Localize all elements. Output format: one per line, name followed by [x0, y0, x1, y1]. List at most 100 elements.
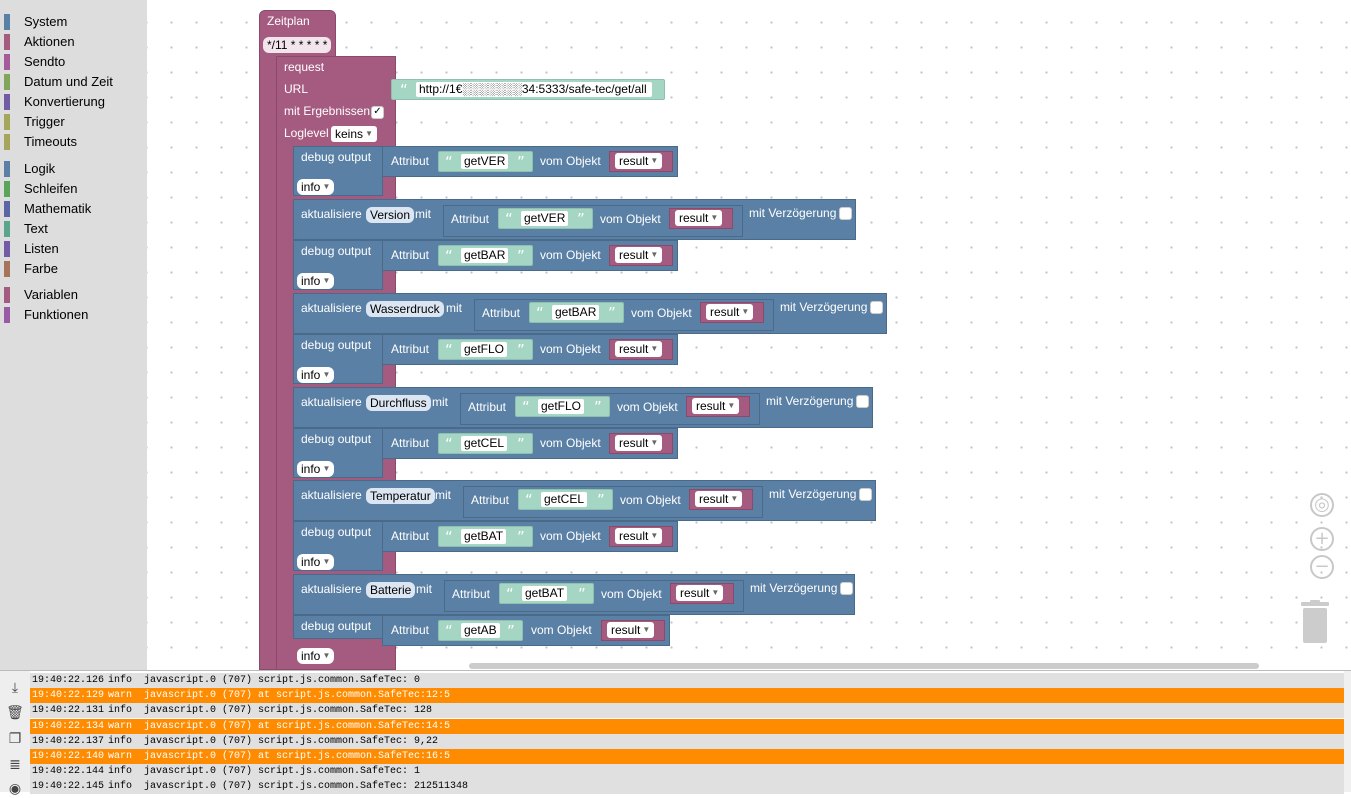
update-label: aktualisiere — [301, 488, 362, 502]
result-variable-block[interactable]: result▼ — [609, 245, 673, 266]
result-variable-block[interactable]: result▼ — [601, 620, 665, 641]
result-variable-block[interactable]: result▼ — [689, 489, 753, 510]
filter-icon[interactable]: ≣ — [9, 757, 21, 773]
update-label: aktualisiere — [301, 395, 362, 409]
results-checkbox[interactable]: ✓ — [371, 106, 384, 119]
update-variable[interactable]: Wasserdruck — [366, 301, 444, 317]
result-dropdown[interactable]: result▼ — [615, 528, 663, 544]
attribute-string-block[interactable]: “getVER” — [438, 151, 533, 172]
result-variable-block[interactable]: result▼ — [609, 433, 673, 454]
result-dropdown[interactable]: result▼ — [676, 585, 724, 601]
result-variable-block[interactable]: result▼ — [686, 396, 750, 417]
result-dropdown[interactable]: result▼ — [615, 341, 663, 357]
attribute-string-block[interactable]: “getCEL” — [438, 433, 533, 454]
result-variable-block[interactable]: result▼ — [609, 339, 673, 360]
update-variable[interactable]: Batterie — [366, 582, 416, 598]
copy-icon[interactable]: ❐ — [8, 731, 22, 747]
trash-icon[interactable] — [1299, 600, 1331, 644]
attribute-name[interactable]: getBAT — [461, 529, 507, 544]
result-dropdown[interactable]: result▼ — [675, 210, 723, 226]
hide-icon[interactable]: ◉ — [8, 781, 22, 797]
schedule-cron[interactable]: */11 * * * * * — [263, 37, 332, 53]
category-label: Farbe — [24, 261, 58, 276]
result-dropdown[interactable]: result▼ — [695, 491, 743, 507]
attribute-string-block[interactable]: “getBAT” — [438, 526, 533, 547]
attribute-string-block[interactable]: “getCEL” — [518, 489, 613, 510]
attribute-name[interactable]: getFLO — [538, 399, 585, 414]
result-dropdown[interactable]: result▼ — [615, 247, 663, 263]
delay-checkbox[interactable] — [859, 488, 872, 501]
result-dropdown[interactable]: result▼ — [607, 622, 655, 638]
url-string-block[interactable]: “ http://1€░░░░░░░34:5333/safe-tec/get/a… — [391, 79, 665, 100]
debug-output-block[interactable] — [293, 615, 383, 639]
info-dropdown[interactable]: info▼ — [297, 367, 335, 383]
result-variable-block[interactable]: result▼ — [670, 583, 734, 604]
delay-checkbox[interactable] — [856, 395, 869, 408]
info-dropdown[interactable]: info▼ — [297, 273, 335, 289]
from-object-label: vom Objekt — [617, 400, 678, 414]
loglevel-label: Loglevel — [284, 126, 329, 140]
info-dropdown[interactable]: info▼ — [297, 461, 335, 477]
attribute-label: Attribut — [471, 493, 510, 507]
update-variable[interactable]: Durchfluss — [366, 395, 431, 411]
delay-checkbox[interactable] — [839, 207, 852, 220]
attribute-name[interactable]: getBAR — [552, 305, 600, 320]
zoom-out-icon[interactable]: − — [1310, 555, 1334, 579]
attribute-string-block[interactable]: “getAB” — [438, 620, 523, 641]
recenter-icon[interactable]: ◎ — [1310, 493, 1334, 517]
attribute-name[interactable]: getVER — [461, 154, 509, 169]
attribute-string-block[interactable]: “getBAR” — [438, 245, 533, 266]
attribute-name[interactable]: getBAR — [461, 248, 509, 263]
zoom-in-icon[interactable]: + — [1310, 527, 1334, 551]
debug-output-label: debug output — [301, 432, 372, 446]
attribute-name[interactable]: getCEL — [461, 436, 508, 451]
blockly-workspace[interactable]: Zeitplan */11 * * * * * request URL “ ht… — [147, 0, 1351, 670]
clear-icon[interactable]: 🗑 — [6, 705, 24, 721]
log-time: 19:40:22.144 — [32, 766, 105, 778]
result-variable-block[interactable]: result▼ — [669, 208, 733, 229]
results-label: mit Ergebnissen — [284, 104, 371, 118]
category-color-bar — [4, 74, 10, 90]
delay-checkbox[interactable] — [840, 582, 853, 595]
update-variable[interactable]: Version — [366, 207, 415, 223]
info-dropdown[interactable]: info▼ — [297, 179, 335, 195]
category-color-bar — [4, 161, 10, 177]
attribute-string-block[interactable]: “getVER” — [498, 208, 593, 229]
info-dropdown[interactable]: info▼ — [297, 554, 335, 570]
delay-checkbox[interactable] — [870, 301, 883, 314]
from-object-label: vom Objekt — [540, 248, 601, 262]
category-color-bar — [4, 114, 10, 130]
horizontal-scrollbar[interactable] — [469, 663, 1259, 669]
category-label: Variablen — [24, 287, 78, 302]
attribute-label: Attribut — [451, 212, 490, 226]
attribute-name[interactable]: getFLO — [461, 342, 508, 357]
attribute-string-block[interactable]: “getBAR” — [529, 302, 624, 323]
attribute-name[interactable]: getBAT — [522, 586, 568, 601]
attribute-name[interactable]: getAB — [461, 623, 500, 638]
result-dropdown[interactable]: result▼ — [692, 398, 740, 414]
log-scrollbar[interactable] — [1344, 671, 1351, 792]
result-dropdown[interactable]: result▼ — [615, 435, 663, 451]
attribute-string-block[interactable]: “getBAT” — [499, 583, 594, 604]
category-label: System — [24, 14, 68, 29]
result-dropdown[interactable]: result▼ — [706, 304, 754, 320]
with-label: mit — [435, 488, 451, 502]
attribute-string-block[interactable]: “getFLO” — [515, 396, 610, 417]
result-variable-block[interactable]: result▼ — [609, 526, 673, 547]
log-message: javascript.0 (707) at script.js.common.S… — [144, 720, 451, 732]
scroll-down-icon[interactable]: ⤓ — [11, 680, 19, 696]
url-value[interactable]: http://1€░░░░░░░34:5333/safe-tec/get/all — [416, 82, 652, 97]
result-variable-block[interactable]: result▼ — [609, 151, 673, 172]
result-variable-block[interactable]: result▼ — [700, 302, 764, 323]
log-time: 19:40:22.134 — [32, 720, 105, 732]
attribute-string-block[interactable]: “getFLO” — [438, 339, 533, 360]
category-color-bar — [4, 201, 10, 217]
result-dropdown[interactable]: result▼ — [615, 153, 663, 169]
attribute-name[interactable]: getCEL — [541, 492, 588, 507]
loglevel-dropdown[interactable]: keins▼ — [331, 126, 378, 142]
update-variable[interactable]: Temperatur — [366, 488, 435, 504]
attribute-name[interactable]: getVER — [521, 211, 569, 226]
info-dropdown[interactable]: info▼ — [297, 648, 335, 664]
